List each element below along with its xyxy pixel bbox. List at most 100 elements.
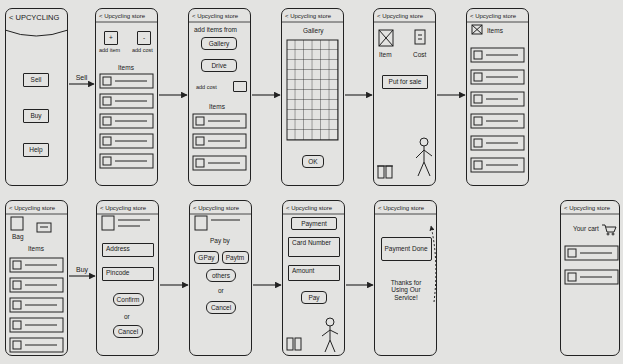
list-row [565,270,618,284]
phone-screen: AddressPincodeConfirmCancel < Upcycling s… [96,200,159,356]
flow-arrow [346,284,373,285]
header-divider [281,22,344,23]
flow-arrow [160,284,188,285]
list-row [565,246,618,260]
flow-arrow [252,94,280,95]
screen-title: < Upcycling store [377,13,423,20]
button-box: GPay [194,251,219,264]
button-box: Cancel [113,325,143,338]
screen-text: Pay by [210,237,230,244]
button-label: Buy [30,112,41,119]
button-box: -add cost [137,31,151,45]
button-box: Sell [23,73,49,87]
flow-arrow [437,94,465,95]
screen-text: Items [118,64,134,71]
header-divider [5,214,68,215]
screen-text: Items [487,27,503,34]
button-box: Cancel [206,301,236,314]
screen-text: Bag [12,233,24,240]
screen-text: add items from [194,26,237,33]
flow-arrow [253,284,281,285]
header-curve [5,30,68,36]
header-divider [188,22,251,23]
screen-text: Gallery [303,27,324,34]
button-label: Payment [301,220,327,227]
button-label: others [212,272,230,279]
button-box: Help [23,143,49,157]
list-row [471,114,524,128]
screen-text: add cost [132,47,153,53]
screen-text: add cost [196,84,217,90]
button-label: Payment Done [385,245,428,252]
phone-screen: Put for sale < Upcycling storeItem Cost [373,8,436,186]
button-label: Gallery [209,40,230,47]
button-box: Paytm [222,251,249,264]
list-row [100,114,153,128]
button-box: +add item [104,31,118,45]
recycle-bins [377,166,393,178]
phone-screen: PaymentCard NumberAmountPay< Upcycling s… [282,200,345,356]
screen-title: < Upcycling store [286,205,332,212]
button-box: add cost [233,81,247,92]
phone-screen: Payment Done < Upcycling storeThanks for … [374,200,437,356]
button-label: Cancel [118,328,138,335]
button-label: Pincode [106,269,130,276]
list-row [193,134,246,148]
input-field: Address [102,243,154,257]
screen-text: or [218,287,224,294]
screen-title: < Upcycling store [285,13,331,20]
flow-arrow [69,83,94,84]
screen-title: < Upcycling store [193,205,239,212]
header-divider [466,22,529,23]
phone-screen: < Upcycling storeItems [466,8,529,186]
thanks-arrow [431,226,436,302]
button-label: OK [308,158,317,165]
button-label: Drive [211,62,226,69]
list-row [10,338,63,352]
button-box: Payment [291,217,337,230]
button-label: GPay [198,254,214,261]
list-row [100,134,153,148]
screen-text: Cost [413,51,426,58]
list-row [471,158,524,172]
screen-text: add item [99,47,120,53]
screen-title: < Upcycling store [99,13,145,20]
header-divider [282,214,345,215]
list-row [471,136,524,150]
list-row [100,74,153,88]
list-row [10,318,63,332]
button-label: Confirm [117,296,140,303]
button-label: + [109,34,113,41]
header-divider [95,22,158,23]
button-box: Put for sale [382,75,428,89]
list-row [193,156,246,170]
screen-title: < Upcycling store [378,205,424,212]
button-box: Confirm [113,293,144,306]
list-row [10,258,63,272]
screen-text: or [124,313,130,320]
cart-icon [602,225,616,235]
button-box: Payment Done [381,237,432,261]
product-icon [195,216,240,230]
button-box: Gallery [201,37,237,50]
screen-text: Thanks for Using Our Service! [385,279,427,301]
item-icon [379,30,393,46]
screen-title: < Upcycling store [100,205,146,212]
button-label: Amount [292,267,314,274]
input-field: Pincode [102,267,154,281]
phone-screen: OK < Upcycling storeGallery [281,8,344,186]
phone-screen: +add item-add cost< Upcycling storeItems [95,8,158,186]
list-row [471,70,524,84]
button-label: - [143,34,145,41]
list-row [193,114,246,128]
edge-label: Buy [75,266,89,273]
screen-text: Item [379,51,392,58]
button-label: Put for sale [389,78,422,85]
bag-icon [11,217,51,232]
header-divider [96,214,159,215]
phone-screen: < Upcycling storeBagItems [5,200,68,356]
button-box: Drive [201,59,237,72]
button-label: Paytm [226,254,244,261]
